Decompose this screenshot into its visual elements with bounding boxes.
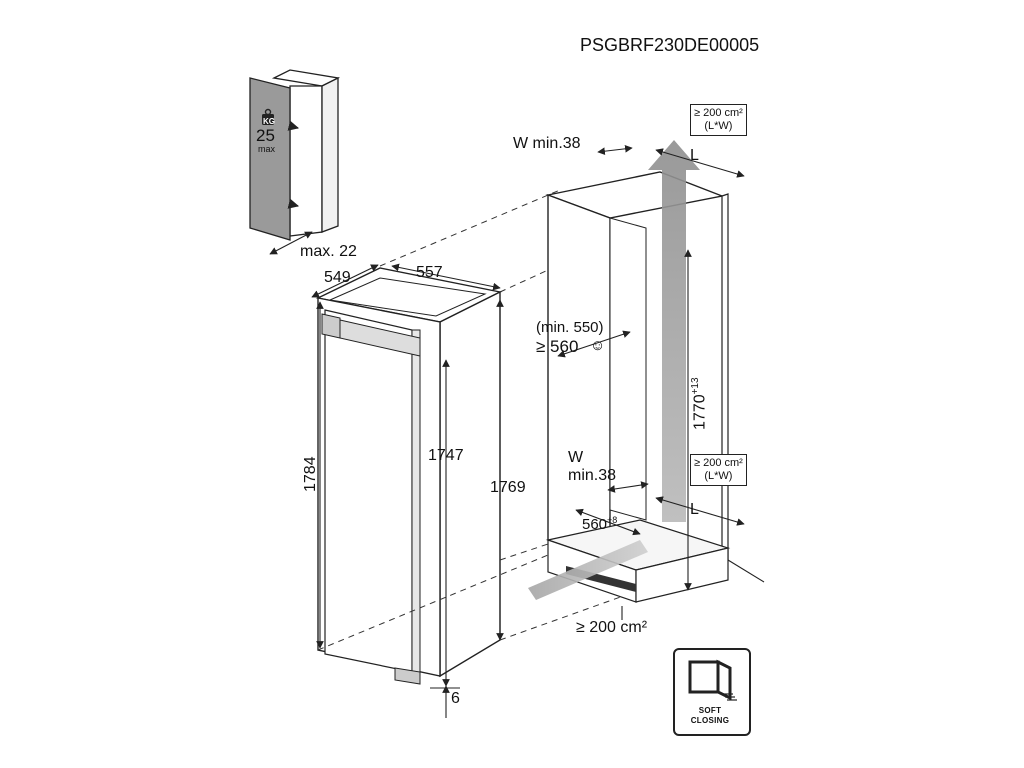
dim-l-top: L — [690, 147, 699, 164]
vent-area-middle: ≥ 200 cm² (L*W) — [690, 454, 747, 486]
dim-height-1770-tol: +13 — [690, 377, 701, 395]
product-code: PSGBRF230DE00005 — [580, 35, 760, 55]
vent-area-top: ≥ 200 cm² (L*W) — [690, 104, 747, 136]
soft-closing-line1: SOFT — [698, 706, 722, 715]
soft-closing-icon — [688, 659, 737, 701]
vent-area-top-line2: (L*W) — [704, 120, 733, 132]
dim-height-1769: 1769 — [490, 479, 526, 496]
door-load-value: 25 — [256, 126, 275, 145]
dim-w-min-bottom: min.38 — [568, 467, 617, 484]
dim-height-1784: 1784 — [302, 456, 319, 492]
kg-weight-icon: KG — [263, 117, 275, 126]
dim-ge-560: ≥ 560 — [536, 337, 579, 356]
dim-width-560: 560+8 — [582, 515, 618, 533]
dim-l-bottom: L — [690, 501, 699, 518]
projection-lines — [317, 189, 641, 651]
dim-width-560-value: 560 — [582, 516, 608, 533]
smiley-icon: ☺ — [590, 337, 606, 354]
vent-area-top-line1: ≥ 200 cm² — [694, 107, 743, 119]
dim-w-label-bottom: W — [568, 449, 584, 466]
soft-closing-badge — [673, 648, 751, 736]
dim-width-560-tol: +8 — [607, 515, 618, 525]
dim-height-1770-value: 1770 — [691, 394, 709, 430]
dim-max-22: max. 22 — [300, 243, 357, 260]
vent-area-bottom: ≥ 200 cm² — [576, 619, 648, 636]
soft-closing-line2: CLOSING — [690, 716, 730, 725]
dim-height-1747: 1747 — [428, 447, 464, 464]
vent-area-mid-line1: ≥ 200 cm² — [694, 457, 743, 469]
dim-min-550: (min. 550) — [536, 319, 604, 336]
dim-height-1770: 1770+13 — [690, 377, 709, 430]
dim-bottom-6: 6 — [451, 690, 460, 707]
appliance-drawing — [311, 263, 504, 718]
dim-depth-549: 549 — [324, 269, 351, 286]
dim-width-557: 557 — [416, 264, 443, 281]
vent-area-mid-line2: (L*W) — [704, 470, 733, 482]
niche-drawing — [528, 140, 765, 620]
dim-w-min-top: W min.38 — [513, 135, 581, 152]
door-load-suffix: max — [258, 144, 276, 154]
door-load-illustration — [249, 69, 341, 255]
